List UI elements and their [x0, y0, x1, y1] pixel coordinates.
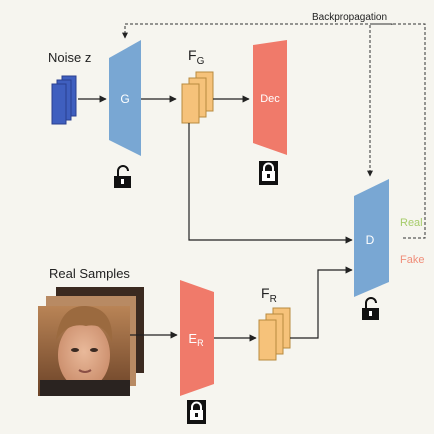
arrow-fr-to-d: [290, 266, 353, 339]
real-label: Real: [400, 217, 423, 229]
discriminator-unlocked-icon: [362, 297, 379, 320]
backprop-label: Backpropagation: [312, 12, 387, 23]
backprop-line-to-g: [122, 23, 393, 39]
fr-feature-stack: [258, 307, 291, 361]
backprop-line-from-output: [372, 23, 426, 239]
fg-label: FG: [188, 47, 205, 67]
fg-feature-stack: [181, 71, 214, 124]
decoder-locked-icon: [259, 161, 278, 185]
generator-unlocked-icon: [114, 165, 131, 188]
generator-label: G: [120, 92, 129, 106]
noise-label: Noise z: [48, 50, 91, 65]
encoder-label-main: E: [188, 331, 197, 346]
encoder-label: ER: [188, 331, 204, 348]
discriminator-label: D: [366, 233, 375, 247]
face-photo-stack: [38, 287, 144, 396]
real-samples-label: Real Samples: [49, 266, 130, 281]
decoder-label: Dec: [260, 93, 280, 105]
fg-label-main: F: [188, 47, 197, 63]
fr-label-sub: R: [270, 294, 277, 305]
encoder-locked-icon: [187, 400, 206, 424]
decoder-block: [253, 40, 287, 155]
fr-label: FR: [261, 285, 277, 305]
noise-stack: [51, 75, 77, 125]
encoder-label-sub: R: [197, 338, 204, 348]
fr-label-main: F: [261, 285, 270, 301]
fg-label-sub: G: [197, 56, 205, 67]
fake-label: Fake: [400, 254, 424, 266]
encoder-block: [180, 280, 214, 396]
discriminator-block: [354, 179, 389, 297]
generator-block: [109, 40, 141, 156]
arrow-fg-to-d: [188, 123, 353, 244]
